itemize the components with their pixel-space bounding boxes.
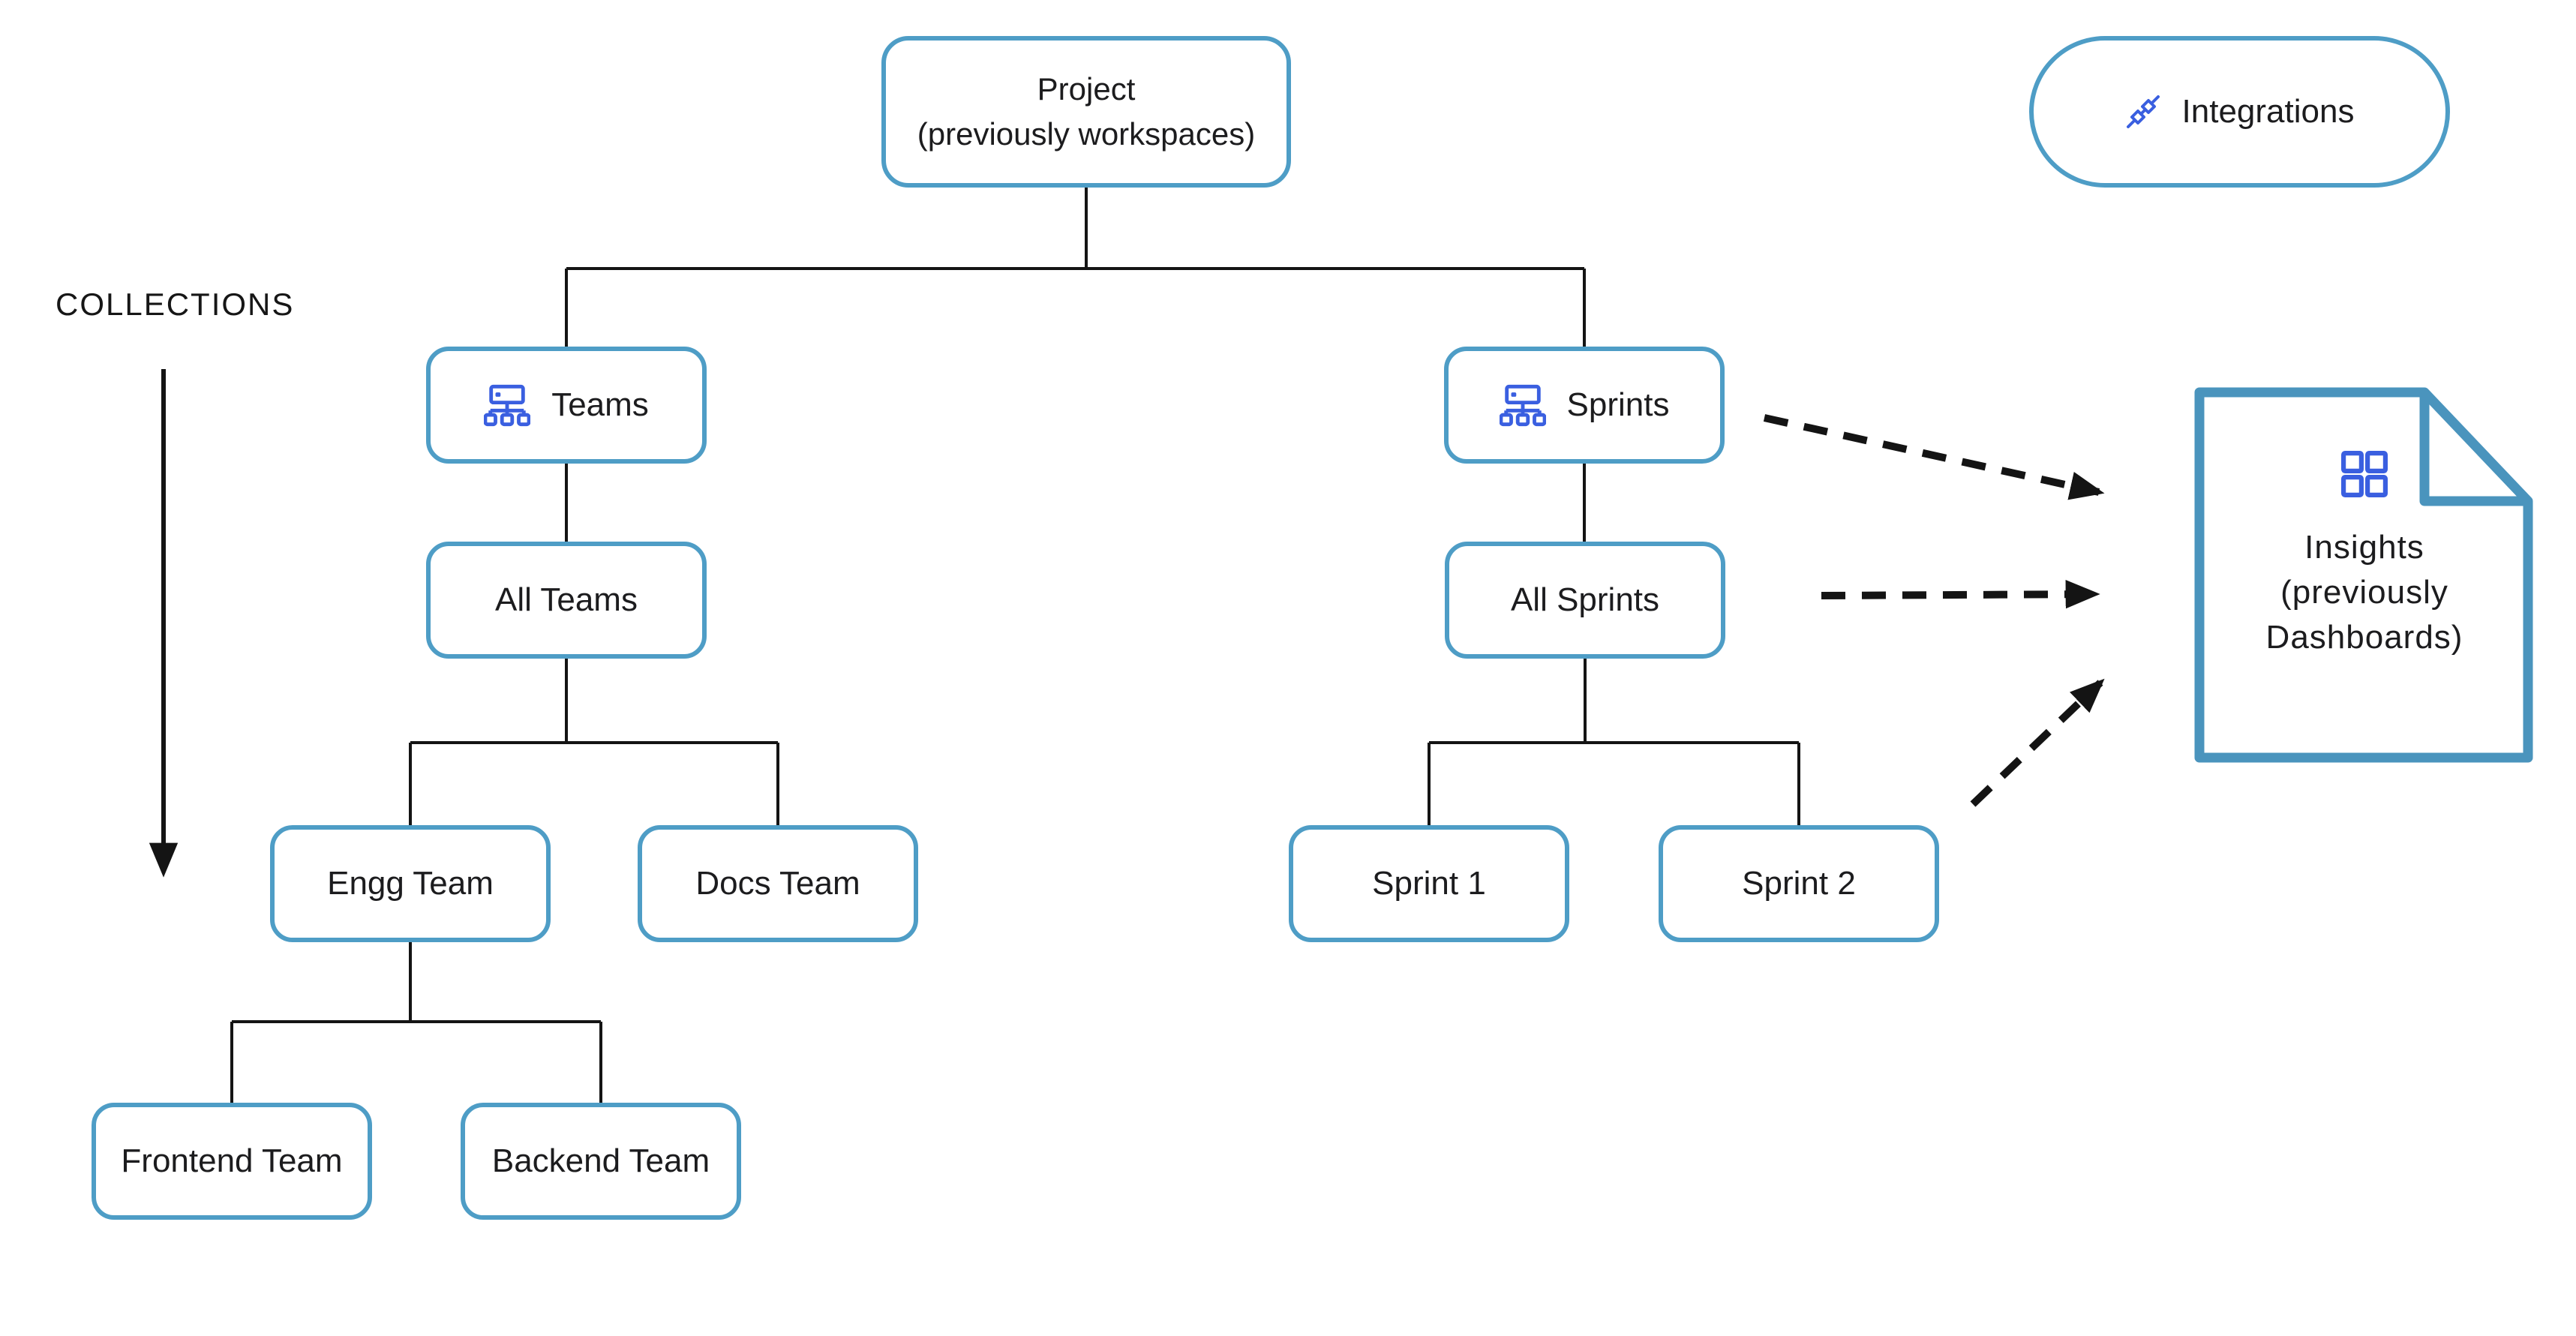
node-project[interactable]: Project (previously workspaces) bbox=[881, 36, 1291, 188]
docs-team-label: Docs Team bbox=[695, 864, 860, 902]
teams-label: Teams bbox=[551, 386, 649, 423]
engg-team-label: Engg Team bbox=[327, 864, 494, 902]
node-sprint-1[interactable]: Sprint 1 bbox=[1289, 825, 1569, 942]
node-backend-team[interactable]: Backend Team bbox=[461, 1103, 741, 1220]
integrations-button[interactable]: Integrations bbox=[2029, 36, 2450, 188]
sprints-label: Sprints bbox=[1566, 386, 1670, 423]
dashed-arrow-allsprints-to-insights bbox=[1821, 580, 2100, 609]
node-all-sprints[interactable]: All Sprints bbox=[1445, 542, 1725, 659]
sitemap-icon bbox=[484, 384, 531, 427]
project-title: Project bbox=[1037, 71, 1136, 107]
backend-team-label: Backend Team bbox=[491, 1142, 710, 1179]
insights-title: Insights bbox=[2304, 529, 2424, 566]
frontend-team-label: Frontend Team bbox=[121, 1142, 343, 1179]
insights-document-fold bbox=[2419, 392, 2528, 506]
all-sprints-label: All Sprints bbox=[1510, 581, 1660, 618]
insights-subtitle-2: Dashboards) bbox=[2265, 619, 2463, 656]
connector-engg-to-children bbox=[230, 942, 602, 1103]
integrations-icon bbox=[2125, 94, 2161, 130]
insights-subtitle-1: (previously bbox=[2280, 574, 2448, 611]
sprint-1-label: Sprint 1 bbox=[1372, 864, 1486, 902]
dashboard-grid-icon bbox=[2341, 451, 2388, 501]
node-engg-team[interactable]: Engg Team bbox=[270, 825, 551, 942]
dashed-arrow-sprints-to-insights bbox=[1763, 414, 2105, 500]
node-sprints[interactable]: Sprints bbox=[1444, 347, 1725, 464]
node-teams[interactable]: Teams bbox=[426, 347, 707, 464]
collections-label: COLLECTIONS bbox=[56, 287, 295, 322]
dashed-arrow-bottom-to-insights bbox=[1970, 678, 2105, 807]
insights-document-shape[interactable] bbox=[2194, 387, 2533, 763]
connector-project-to-children bbox=[565, 188, 1586, 347]
integrations-label: Integrations bbox=[2181, 92, 2355, 130]
node-sprint-2[interactable]: Sprint 2 bbox=[1659, 825, 1939, 942]
node-frontend-team[interactable]: Frontend Team bbox=[92, 1103, 372, 1220]
project-subtitle: (previously workspaces) bbox=[917, 116, 1256, 152]
node-all-teams[interactable]: All Teams bbox=[426, 542, 707, 659]
node-docs-team[interactable]: Docs Team bbox=[638, 825, 918, 942]
sitemap-icon bbox=[1499, 384, 1546, 427]
connector-allteams-to-children bbox=[409, 659, 779, 825]
all-teams-label: All Teams bbox=[495, 581, 638, 618]
node-insights[interactable]: Insights (previously Dashboards) bbox=[2199, 392, 2529, 758]
connector-allsprints-to-children bbox=[1428, 659, 1800, 825]
sprint-2-label: Sprint 2 bbox=[1742, 864, 1856, 902]
